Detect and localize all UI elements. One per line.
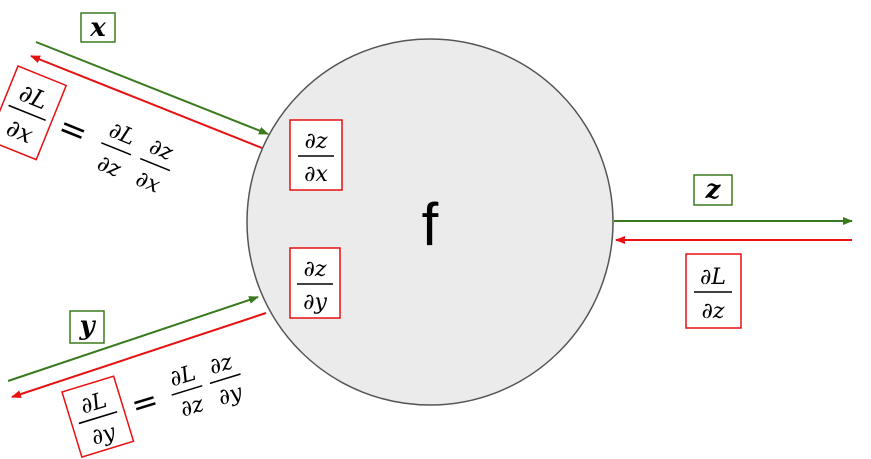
dz-dx-denominator: ∂x bbox=[304, 162, 328, 187]
dL-dz-denominator: ∂z bbox=[702, 299, 725, 324]
chain-x-f2-bar bbox=[139, 157, 171, 172]
output-z-text: z bbox=[705, 175, 722, 205]
chain-x-f1-denominator: ∂z bbox=[93, 151, 124, 183]
chain-x-equals: = bbox=[52, 106, 93, 154]
chain-x-f1-bar bbox=[101, 142, 132, 156]
chain-y-f2-numerator: ∂z bbox=[206, 349, 236, 380]
input-y-label: y bbox=[69, 310, 105, 344]
local-gradient-dz-dx: ∂z ∂x bbox=[289, 119, 343, 191]
dz-dx-numerator: ∂z bbox=[305, 129, 328, 154]
chain-y-f1-bar bbox=[171, 384, 203, 396]
chain-y-lhs-bar bbox=[78, 410, 118, 425]
chain-x-f2-denominator: ∂x bbox=[132, 167, 164, 199]
chain-x-f2-numerator: ∂z bbox=[146, 134, 177, 166]
output-z-label: z bbox=[693, 174, 733, 206]
chain-y-f2-bar bbox=[209, 373, 241, 385]
input-x-label: x bbox=[80, 12, 116, 43]
chain-rule-x: ∂L ∂x = ∂L ∂z ∂z ∂x bbox=[0, 65, 177, 199]
input-x-text: x bbox=[89, 13, 106, 43]
local-gradient-dz-dy: ∂z ∂y bbox=[289, 247, 341, 319]
chain-rule-y: ∂L ∂y = ∂L ∂z ∂z ∂y bbox=[61, 349, 246, 458]
chain-y-f2-denominator: ∂y bbox=[215, 380, 246, 411]
input-y-text: y bbox=[78, 311, 96, 341]
forward-arrow-y bbox=[7, 296, 259, 382]
upstream-gradient-dL-dz: ∂L ∂z bbox=[685, 253, 742, 329]
chain-x-lhs-bar bbox=[8, 104, 46, 122]
dz-dy-denominator: ∂y bbox=[303, 290, 327, 315]
backward-arrow-y bbox=[11, 312, 267, 398]
dz-dy-numerator: ∂z bbox=[304, 257, 327, 282]
dL-dz-numerator: ∂L bbox=[700, 265, 726, 290]
forward-arrow-x bbox=[35, 41, 269, 135]
node-label: f bbox=[422, 191, 439, 258]
chain-y-f1-denominator: ∂z bbox=[177, 392, 207, 423]
backward-arrow-x bbox=[30, 55, 263, 149]
chain-y-equals: = bbox=[126, 380, 163, 424]
